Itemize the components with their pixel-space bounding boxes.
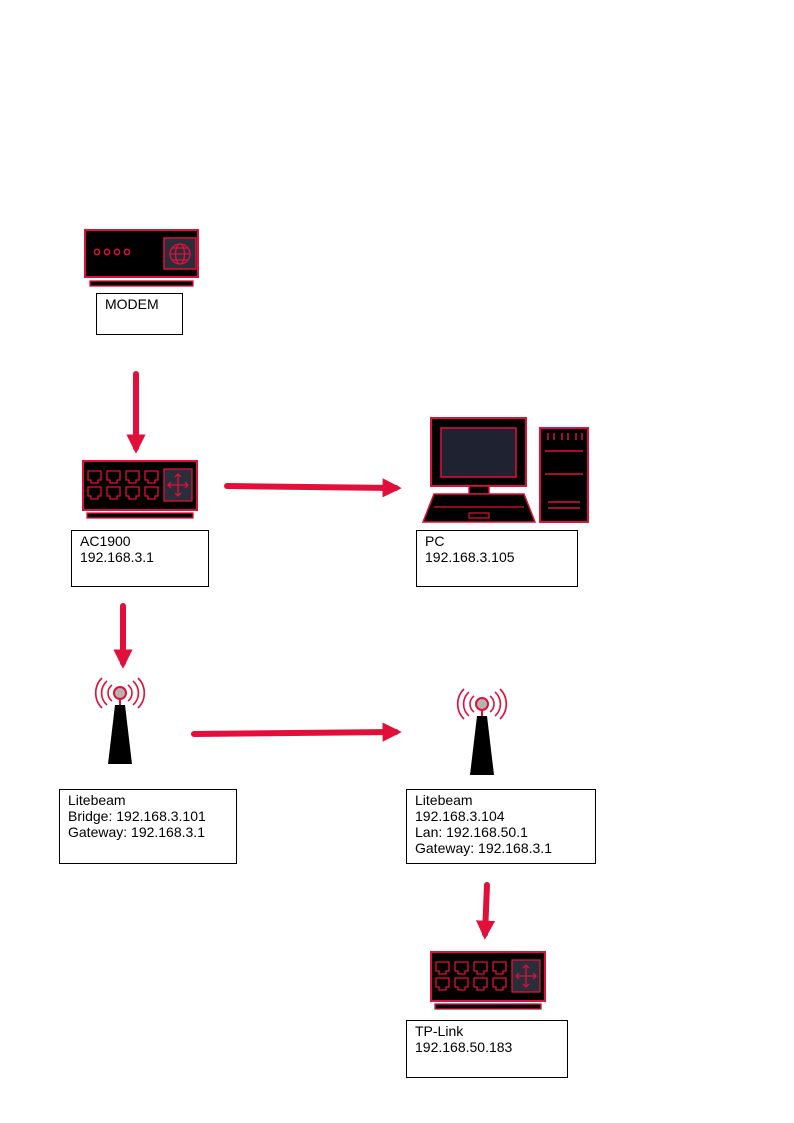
- modem-icon: [84, 229, 199, 287]
- device-name: PC: [425, 533, 445, 549]
- pc-label: PC 192.168.3.105: [416, 530, 578, 587]
- ip-address: 192.168.3.105: [425, 549, 515, 565]
- radio-tower-icon: [94, 677, 146, 765]
- radio-tower-icon: [456, 688, 508, 776]
- device-name: AC1900: [80, 533, 131, 549]
- ac1900-label: AC1900 192.168.3.1: [71, 530, 209, 587]
- connector-litebeam-to-tplink: [475, 882, 496, 940]
- connector-litebeam-to-litebeam: [191, 722, 402, 742]
- gateway-address: Gateway: 192.168.3.1: [68, 824, 205, 840]
- router-switch-icon: [430, 951, 546, 1010]
- modem-label: MODEM: [96, 293, 183, 335]
- gateway-address: Gateway: 192.168.3.1: [415, 840, 552, 856]
- litebeam-lan-label: Litebeam 192.168.3.104 Lan: 192.168.50.1…: [406, 789, 596, 864]
- device-name: Litebeam: [415, 792, 473, 808]
- device-name: MODEM: [105, 296, 159, 312]
- router-switch-icon: [82, 460, 198, 519]
- ip-address: 192.168.3.104: [415, 808, 505, 824]
- litebeam-bridge-label: Litebeam Bridge: 192.168.3.101 Gateway: …: [59, 789, 237, 864]
- desktop-pc-icon: [421, 417, 589, 523]
- bridge-address: Bridge: 192.168.3.101: [68, 808, 206, 824]
- connector-ac1900-to-pc: [224, 478, 402, 498]
- ip-address: 192.168.3.1: [80, 549, 154, 565]
- device-name: Litebeam: [68, 792, 126, 808]
- tplink-label: TP-Link 192.168.50.183: [406, 1020, 568, 1078]
- ip-address: 192.168.50.183: [415, 1039, 513, 1055]
- lan-address: Lan: 192.168.50.1: [415, 824, 528, 840]
- device-name: TP-Link: [415, 1023, 464, 1039]
